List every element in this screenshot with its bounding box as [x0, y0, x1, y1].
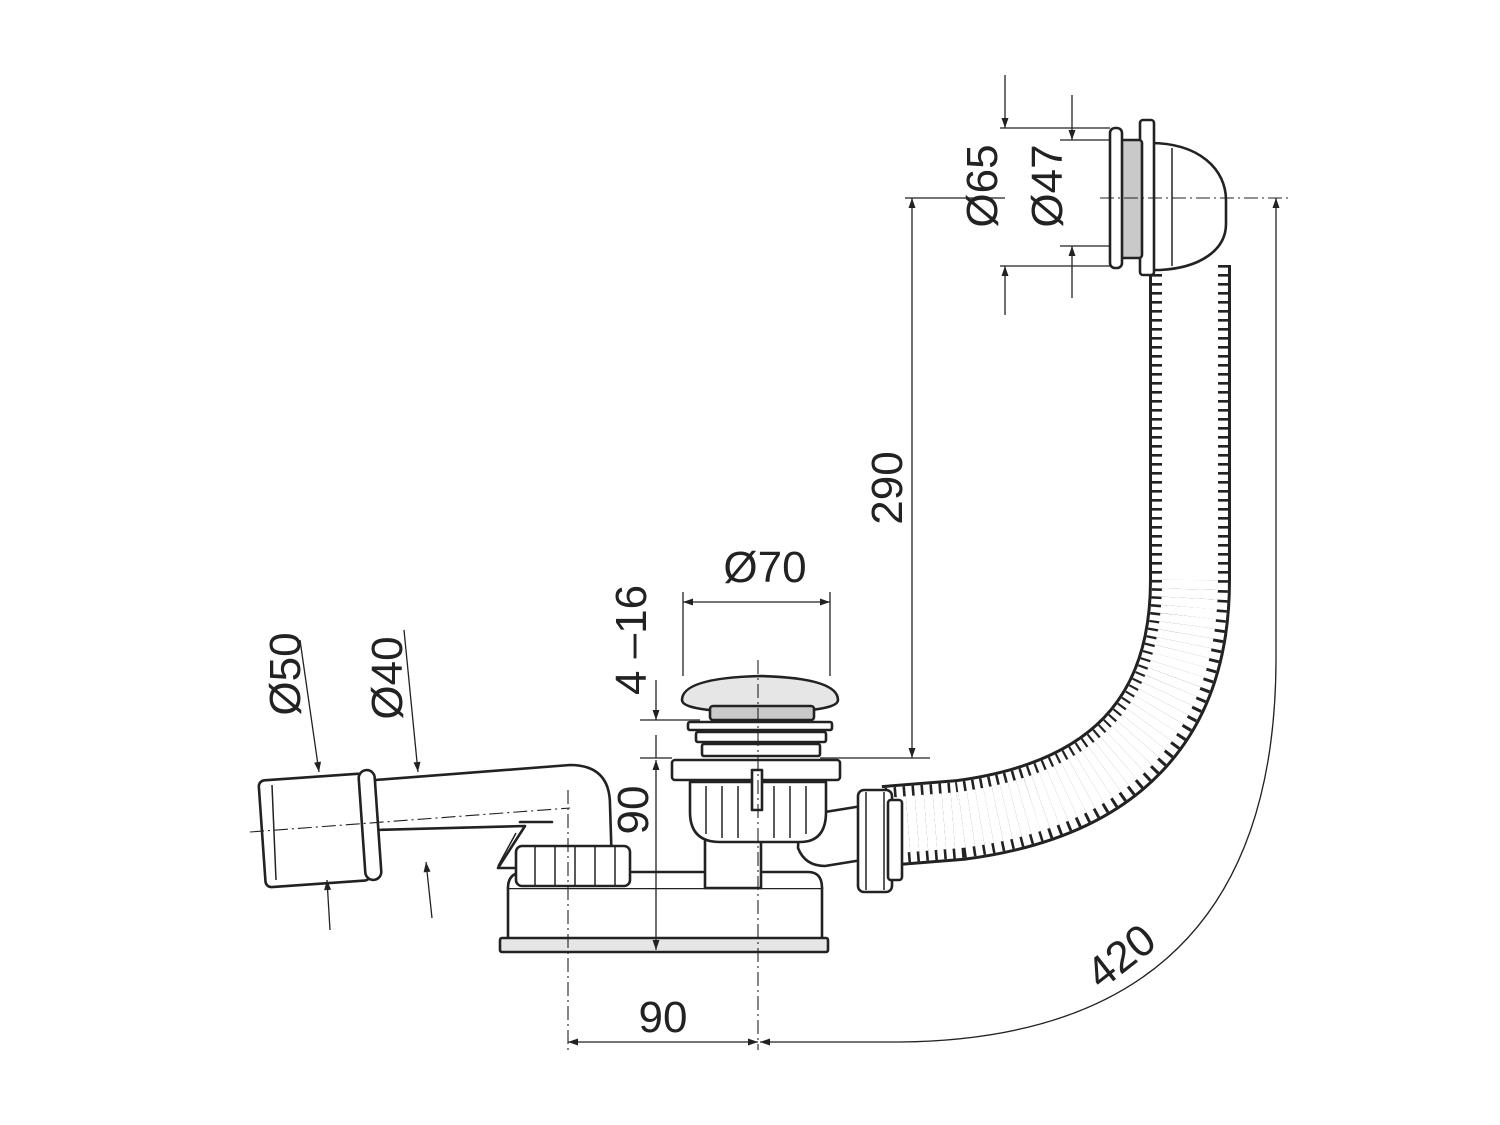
flexible-hose — [881, 265, 1231, 867]
trap-body — [498, 828, 830, 954]
dim-outlet-outer-diameter: Ø50 — [261, 632, 310, 715]
outlet-pipe — [257, 763, 614, 889]
click-clack-plug — [670, 674, 842, 844]
dim-outlet-offset: 90 — [639, 993, 688, 1042]
dim-overflow-height: 290 — [863, 451, 912, 524]
dim-trap-height: 90 — [609, 786, 658, 835]
dim-plug-diameter: Ø70 — [723, 543, 806, 592]
dim-outlet-inner-diameter: Ø40 — [363, 636, 412, 719]
dim-hose-length: 420 — [1077, 915, 1165, 999]
dim-overflow-outer-diameter: Ø65 — [958, 144, 1007, 227]
dim-plug-adjustment: 4 –16 — [607, 585, 656, 695]
dim-overflow-inner-diameter: Ø47 — [1023, 144, 1072, 227]
dimension-lines — [299, 75, 1280, 1046]
